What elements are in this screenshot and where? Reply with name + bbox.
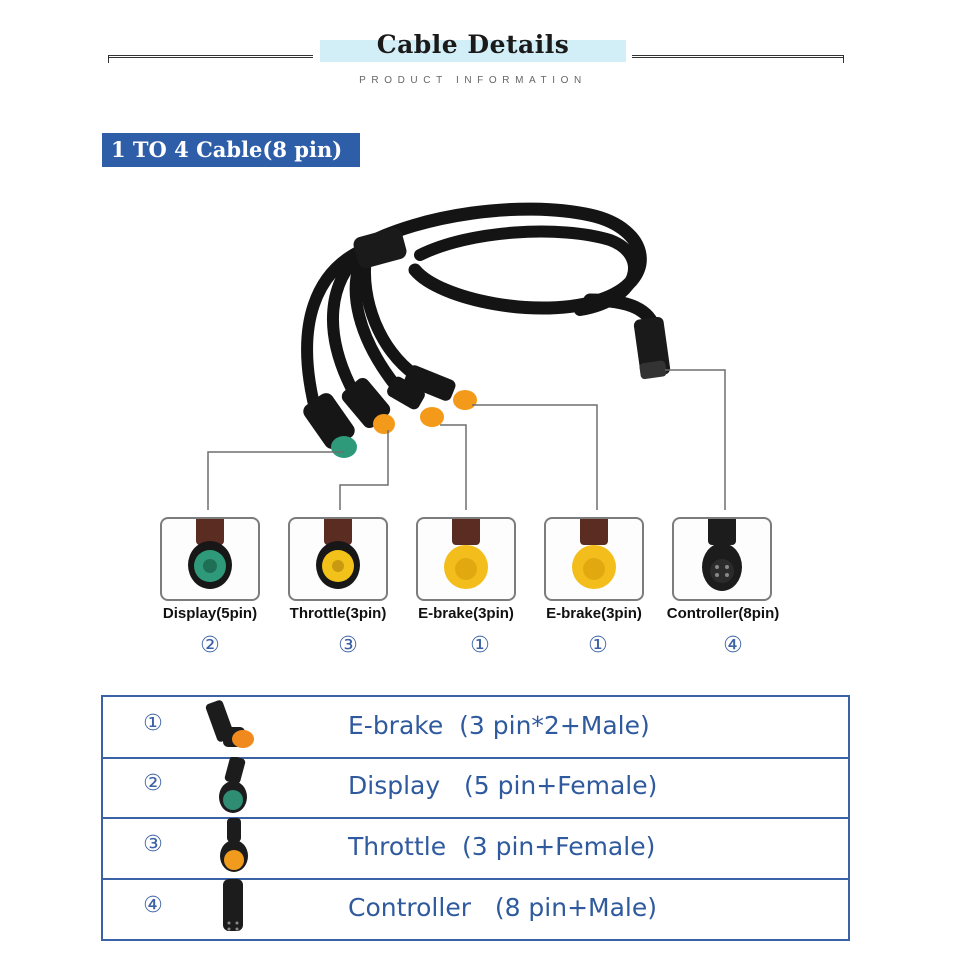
throttle-connector-icon (316, 519, 360, 589)
section-heading: 1 TO 4 Cable(8 pin) (102, 133, 360, 167)
connector-label-ebrake-2: E-brake(3pin) (546, 605, 642, 622)
ebrake-connector-thumb-2 (544, 517, 644, 601)
connector-number-ebrake-1: ① (470, 633, 490, 658)
page-title: Cable Details (376, 30, 570, 59)
header-rule-left (108, 55, 313, 58)
header-rule-left-tick (108, 55, 109, 63)
connector-number-ebrake-2: ① (588, 633, 608, 658)
table-row: ① E-brake (3 pin*2+Male) (103, 697, 848, 759)
connector-label-ebrake-1: E-brake(3pin) (418, 605, 514, 622)
table-row: ② Display (5 pin+Female) (103, 757, 848, 819)
display-connector-thumb (160, 517, 260, 601)
row-number: ③ (143, 832, 163, 857)
page-subtitle: PRODUCT INFORMATION (359, 75, 587, 86)
row-description: Display (5 pin+Female) (348, 771, 658, 800)
throttle-connector-thumb (288, 517, 388, 601)
cable-illustration (207, 202, 726, 510)
row-number: ④ (143, 893, 163, 918)
connector-label-controller: Controller(8pin) (666, 605, 780, 622)
controller-connector-thumb (672, 517, 772, 601)
row-description: Controller (8 pin+Male) (348, 893, 657, 922)
row-description: Throttle (3 pin+Female) (348, 832, 656, 861)
connector-label-throttle: Throttle(3pin) (289, 605, 387, 622)
header-title-band (320, 40, 626, 62)
ebrake-connector-icon (444, 519, 488, 589)
connector-number-display: ② (200, 633, 220, 658)
controller-connector-icon (702, 519, 742, 591)
connector-label-display: Display(5pin) (162, 605, 258, 622)
display-connector-icon (188, 519, 232, 589)
table-row: ④ Controller (8 pin+Male) (103, 879, 848, 939)
display-connector-icon (219, 757, 247, 813)
header-rule-right (632, 55, 844, 58)
connector-number-controller: ④ (723, 633, 743, 658)
header-rule-right-tick (843, 55, 844, 63)
spec-table: ① E-brake (3 pin*2+Male) ② Display (5 pi… (101, 695, 850, 941)
controller-connector-icon (223, 879, 243, 931)
ebrake-connector-icon (572, 519, 616, 589)
table-row: ③ Throttle (3 pin+Female) (103, 818, 848, 880)
ebrake-connector-thumb-1 (416, 517, 516, 601)
throttle-connector-icon (220, 818, 248, 872)
ebrake-connector-icon (205, 700, 254, 748)
row-number: ① (143, 711, 163, 736)
row-number: ② (143, 771, 163, 796)
row-description: E-brake (3 pin*2+Male) (348, 711, 650, 740)
connector-number-throttle: ③ (338, 633, 358, 658)
